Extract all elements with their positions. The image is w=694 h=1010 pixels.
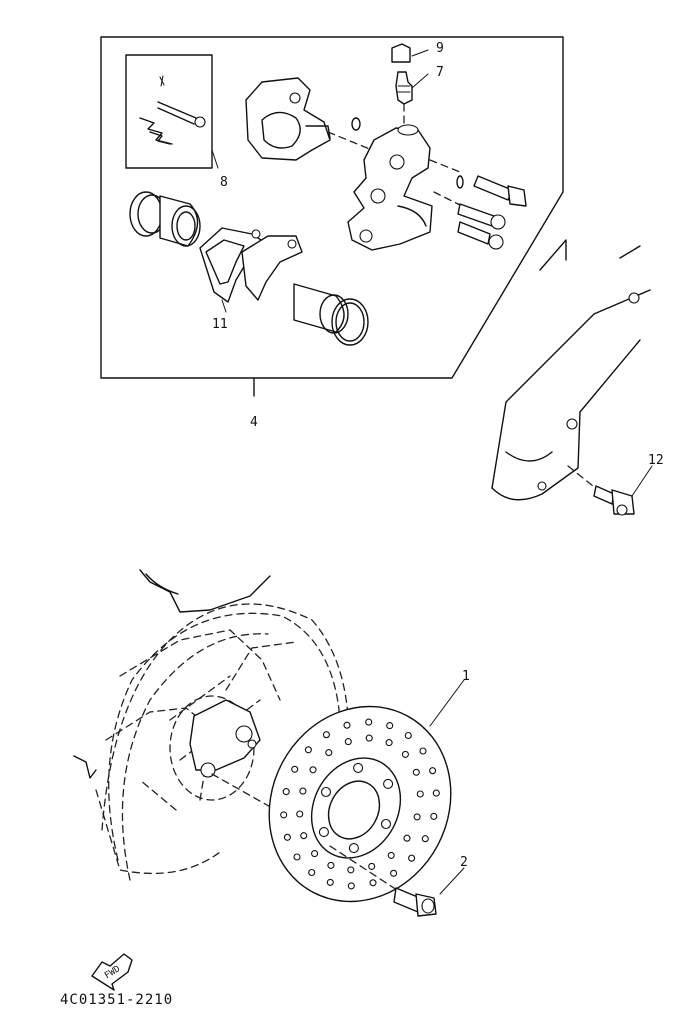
disc-vent-hole (429, 767, 437, 775)
brake-disc (268, 705, 452, 903)
disc-vent-hole (404, 731, 412, 740)
disc-vent-hole (421, 835, 429, 843)
disc-vent-hole (365, 734, 373, 742)
disc-mount-hole (380, 818, 392, 830)
disc-vent-hole (403, 834, 411, 842)
disc-vent-hole (412, 768, 420, 776)
disc-vent-hole (326, 878, 334, 886)
disc-vent-hole (308, 868, 316, 877)
disc-vent-hole (300, 832, 308, 840)
callout-4: 4 (250, 415, 258, 430)
o-ring (351, 117, 361, 131)
callout-9: 9 (436, 41, 444, 56)
disc-mount-hole (353, 762, 364, 773)
disc-vent-hole (369, 879, 377, 887)
disc-mount-hole (318, 827, 329, 838)
disc-vent-hole (283, 833, 291, 841)
wheel-hub (189, 699, 291, 819)
callout-1: 1 (462, 669, 470, 684)
disc-vent-hole (299, 787, 307, 795)
disc-vent-hole (282, 788, 290, 796)
disc-vent-hole (280, 811, 288, 819)
figure-code: 4C01351-2210 (60, 992, 173, 1008)
disc-vent-hole (291, 765, 299, 773)
disc-vent-hole (347, 882, 355, 890)
disc-vent-hole (432, 789, 440, 797)
leader-lines (429, 465, 653, 895)
pistons-and-seals (129, 191, 369, 346)
callout-12: 12 (648, 453, 664, 468)
disc-vent-hole (325, 749, 333, 757)
disc-vent-hole (385, 739, 393, 747)
callout-11: 11 (212, 317, 228, 332)
disc-vent-hole (309, 766, 317, 774)
disc-vent-hole (408, 854, 416, 862)
callout-7: 7 (436, 65, 444, 80)
disc-vent-hole (387, 851, 395, 859)
disc-vent-hole (304, 746, 312, 754)
disc-vent-hole (419, 747, 427, 755)
disc-vent-hole (293, 853, 301, 861)
disc-vent-hole (365, 718, 373, 726)
fork-leg (491, 239, 651, 516)
brake-pads (199, 227, 303, 313)
disc-vent-hole (296, 810, 304, 818)
disc-vent-hole (347, 866, 355, 874)
caliper-body (347, 124, 433, 251)
disc-vent-hole (416, 790, 424, 798)
disc-mount-hole (383, 778, 394, 789)
disc-vent-hole (390, 869, 398, 877)
callout-8: 8 (220, 175, 228, 190)
disc-vent-hole (368, 862, 376, 870)
disc-vent-hole (311, 850, 319, 858)
disc-mount-hole (320, 786, 332, 798)
caliper-bracket (245, 77, 373, 161)
disc-vent-hole (322, 731, 330, 739)
caliper-bolts (429, 159, 527, 250)
fwd-arrow-icon: FWD (91, 953, 133, 991)
disc-bolt (393, 887, 437, 917)
disc-vent-hole (401, 750, 409, 758)
bleed-cap-and-screw (391, 43, 429, 129)
disc-vent-hole (343, 721, 351, 729)
callout-2: 2 (460, 855, 468, 870)
caliper-assembly-frame (100, 36, 564, 397)
disc-vent-hole (327, 861, 335, 869)
disc-vent-hole (413, 813, 421, 821)
disc-vent-hole (430, 812, 438, 820)
disc-mount-hole (348, 843, 359, 854)
disc-vent-hole (386, 722, 394, 730)
pin-kit-subframe (125, 54, 219, 169)
disc-vent-hole (344, 738, 352, 746)
